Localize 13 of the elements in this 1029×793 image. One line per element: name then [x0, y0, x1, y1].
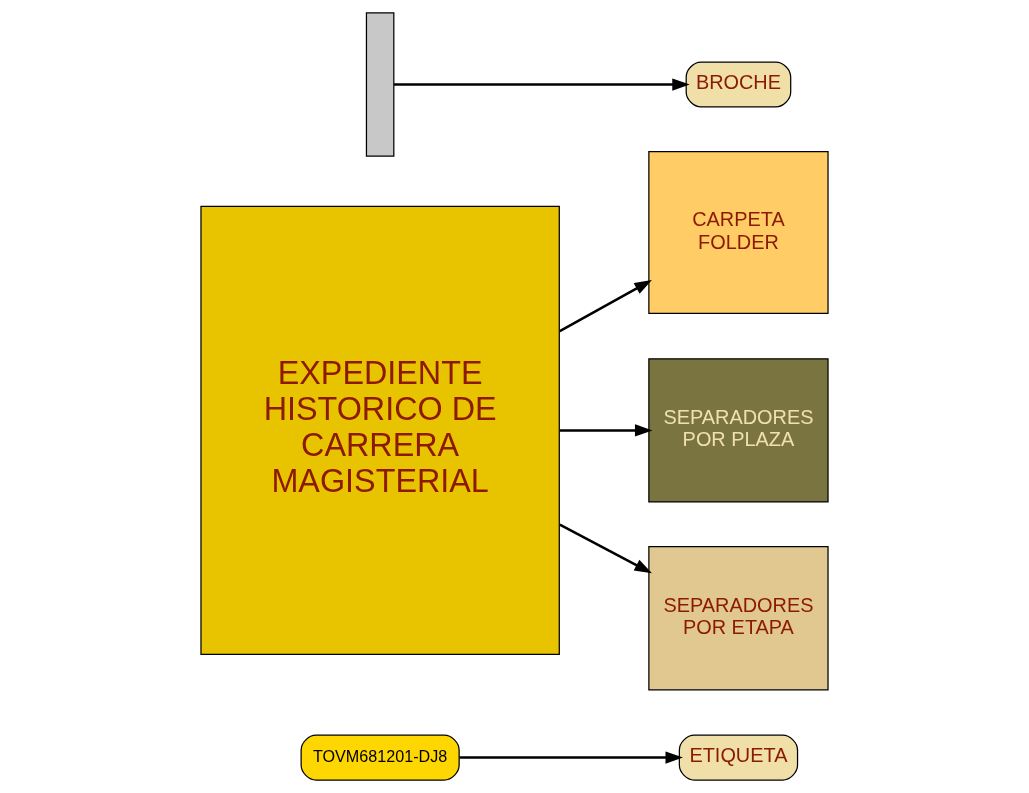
arrow — [559, 424, 653, 437]
node-box: SEPARADORES POR PLAZA — [648, 358, 829, 503]
node-box: CARPETA FOLDER — [648, 151, 829, 315]
arrow — [559, 280, 652, 333]
node-box: ETIQUETA — [678, 734, 799, 781]
node-bar — [365, 12, 395, 157]
arrow — [394, 78, 690, 91]
arrow — [559, 523, 652, 574]
node-box: BROCHE — [685, 61, 792, 108]
node-box: SEPARADORES POR ETAPA — [648, 546, 829, 691]
node-box: TOVM681201-DJ8 — [300, 734, 460, 781]
node-box: EXPEDIENTE HISTORICO DE CARRERA MAGISTERIAL — [200, 205, 560, 655]
arrow — [459, 751, 683, 764]
